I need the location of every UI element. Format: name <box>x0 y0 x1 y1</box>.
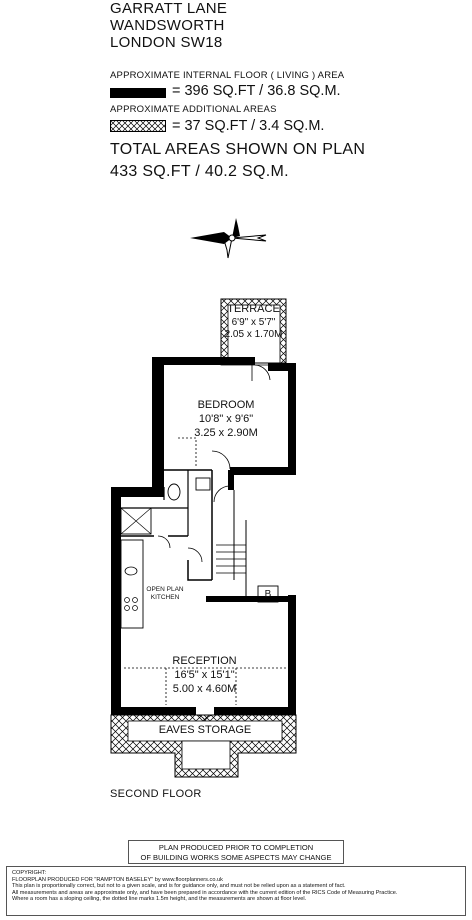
copyright-line-5: Where a room has a sloping ceiling, the … <box>12 896 307 903</box>
walls <box>111 357 296 715</box>
total-area-value: 433 SQ.FT / 40.2 SQ.M. <box>110 163 289 180</box>
address-line-3: LONDON SW18 <box>110 34 223 51</box>
eaves-storage-area <box>110 714 297 778</box>
internal-area-value: = 396 SQ.FT / 36.8 SQ.M. <box>172 83 341 99</box>
kitchen-name-line-1: OPEN PLAN <box>146 586 184 593</box>
terrace-imperial: 6'9" x 5'7" <box>231 317 276 328</box>
kitchen-name-line-2: KITCHEN <box>150 594 180 601</box>
total-area-label: TOTAL AREAS SHOWN ON PLAN <box>110 141 366 158</box>
reception-metric: 5.00 x 4.60M <box>172 683 237 695</box>
boiler-label: B <box>264 589 272 600</box>
internal-area-swatch <box>110 88 166 98</box>
notice-line-2: OF BUILDING WORKS SOME ASPECTS MAY CHANG… <box>140 853 332 862</box>
additional-area-swatch <box>110 120 166 132</box>
bedroom-name: BEDROOM <box>197 399 255 411</box>
copyright-line-1: COPYRIGHT: <box>12 870 47 876</box>
bedroom-metric: 3.25 x 2.90M <box>194 427 258 439</box>
terrace-metric: 2.05 x 1.70M <box>224 329 283 340</box>
notice-line-1: PLAN PRODUCED PRIOR TO COMPLETION <box>158 843 314 852</box>
address-line-1: GARRATT LANE <box>110 0 228 17</box>
eaves-storage-name: EAVES STORAGE <box>158 724 252 736</box>
terrace-name: TERRACE <box>227 303 280 315</box>
compass-icon <box>190 218 267 259</box>
address-line-2: WANDSWORTH <box>110 17 225 34</box>
additional-area-label: APPROXIMATE ADDITIONAL AREAS <box>110 104 277 115</box>
completion-notice: PLAN PRODUCED PRIOR TO COMPLETION OF BUI… <box>128 840 344 864</box>
copyright-line-2: FLOORPLAN PRODUCED FOR "RAMPTON BASELEY"… <box>12 876 223 883</box>
reception-imperial: 16'5" x 15'1" <box>174 669 235 681</box>
copyright-box: COPYRIGHT: FLOORPLAN PRODUCED FOR "RAMPT… <box>6 866 466 916</box>
bedroom-imperial: 10'8" x 9'6" <box>198 413 254 425</box>
partitions <box>120 364 286 726</box>
reception-name: RECEPTION <box>172 655 237 667</box>
internal-area-label: APPROXIMATE INTERNAL FLOOR ( LIVING ) AR… <box>110 70 345 81</box>
copyright-line-4: All measurements and areas are approxima… <box>12 889 398 896</box>
floor-label: SECOND FLOOR <box>110 788 202 800</box>
additional-area-value: = 37 SQ.FT / 3.4 SQ.M. <box>172 118 325 134</box>
copyright-line-3: This plan is proportionally correct, but… <box>12 883 346 890</box>
